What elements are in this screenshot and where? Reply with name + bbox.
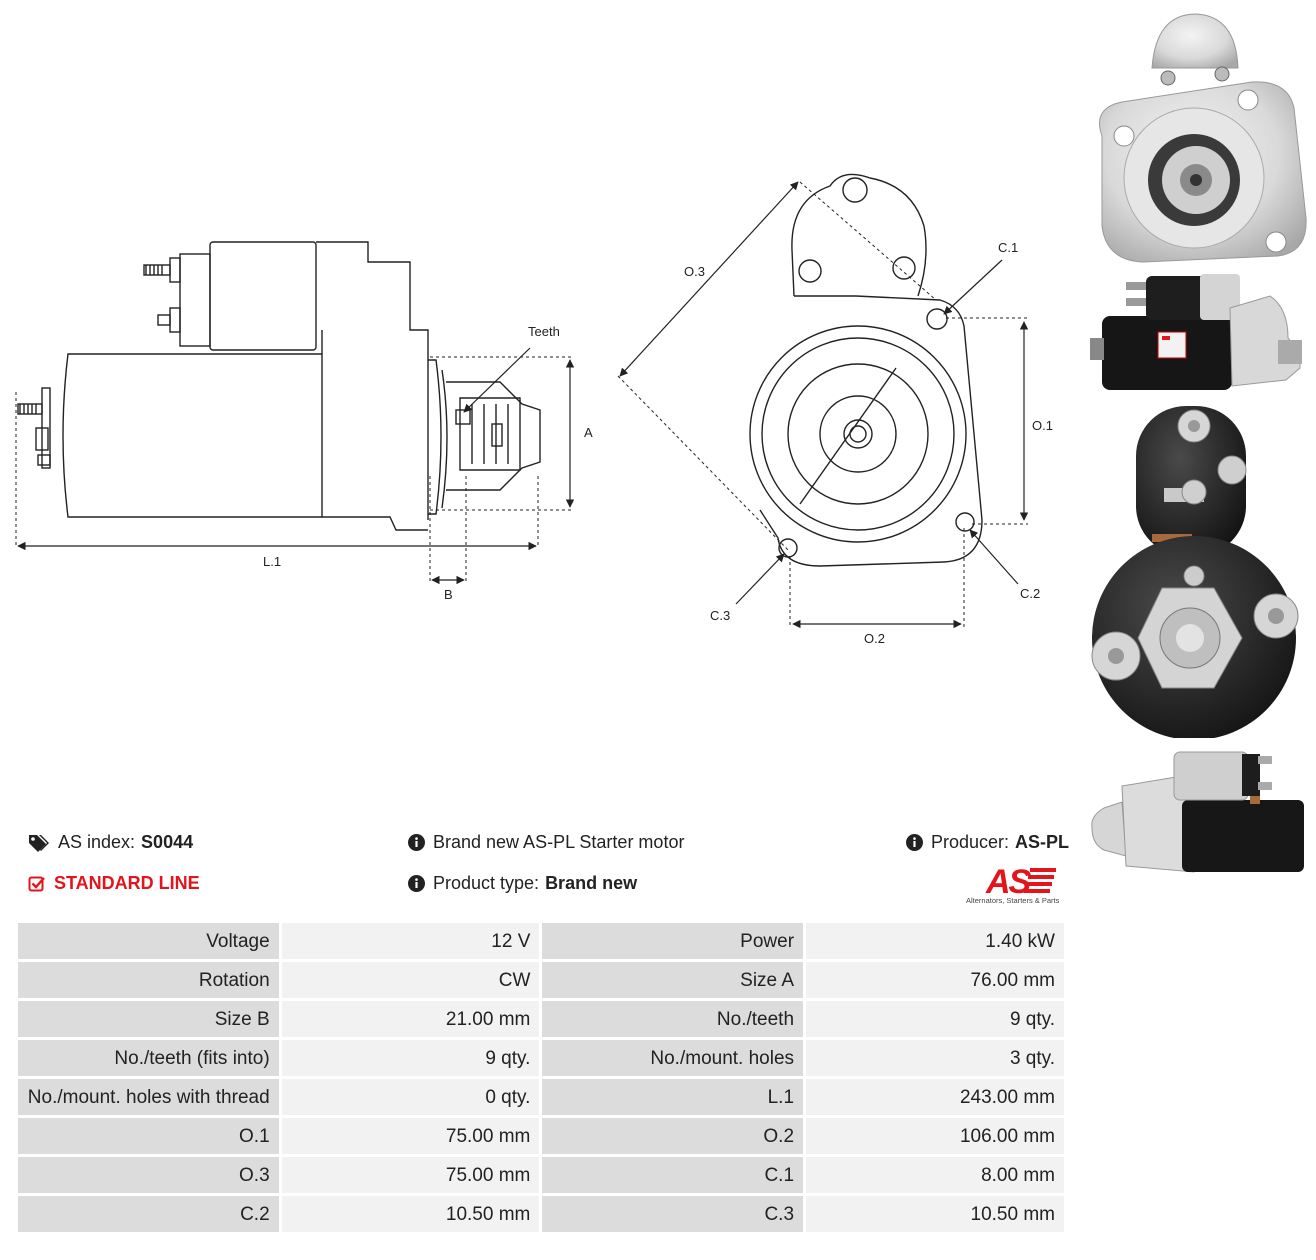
spec-label: Rotation (18, 962, 279, 998)
product-photo-rear[interactable] (1082, 402, 1310, 738)
svg-text:AS: AS (985, 863, 1032, 901)
spec-label: C.2 (18, 1196, 279, 1232)
spec-label: O.3 (18, 1157, 279, 1193)
info-circle-icon (408, 834, 425, 851)
spec-label: No./mount. holes (542, 1040, 804, 1076)
spec-value: 243.00 mm (806, 1079, 1064, 1115)
product-type: Product type: Brand new (408, 873, 637, 894)
product-photo-side[interactable] (1082, 268, 1310, 400)
spec-value: 9 qty. (281, 1040, 540, 1076)
spec-value: 75.00 mm (281, 1157, 540, 1193)
spec-value: 0 qty. (281, 1079, 540, 1115)
product-description-text: Brand new AS-PL Starter motor (433, 832, 685, 852)
front-view-drawing (749, 173, 983, 567)
spec-value: 12 V (281, 923, 540, 959)
spec-label: Size A (542, 962, 804, 998)
label-o1: O.1 (1032, 418, 1053, 433)
spec-label: No./teeth (fits into) (18, 1040, 279, 1076)
spec-value: 3 qty. (806, 1040, 1064, 1076)
as-index: AS index: S0044 (28, 832, 193, 853)
spec-label: Size B (18, 1001, 279, 1037)
spec-value: 9 qty. (806, 1001, 1064, 1037)
label-b: B (444, 587, 453, 602)
label-teeth: Teeth (528, 324, 560, 339)
label-a: A (584, 425, 593, 440)
product-type-label: Product type: (433, 873, 540, 893)
spec-label: C.1 (542, 1157, 804, 1193)
spec-label: Voltage (18, 923, 279, 959)
producer-label: Producer: (931, 832, 1010, 852)
label-l1: L.1 (263, 554, 281, 569)
tags-icon (28, 834, 50, 852)
check-square-icon (28, 875, 46, 893)
product-type-value: Brand new (545, 873, 638, 893)
standard-line-badge: STANDARD LINE (28, 873, 200, 894)
technical-drawings: Teeth A L.1 B O. (15, 173, 1053, 646)
spec-value: 10.50 mm (281, 1196, 540, 1232)
as-pl-logo[interactable]: AS (960, 862, 1070, 908)
logo-tagline: Alternators, Starters & Parts (966, 896, 1060, 905)
spec-label: No./teeth (542, 1001, 804, 1037)
spec-label: O.2 (542, 1118, 804, 1154)
spec-label: Power (542, 923, 804, 959)
spec-value: 75.00 mm (281, 1118, 540, 1154)
spec-label: L.1 (542, 1079, 804, 1115)
info-circle-icon (408, 875, 425, 892)
spec-label: O.1 (18, 1118, 279, 1154)
side-view-drawing (17, 241, 541, 531)
product-photo-side-2[interactable] (1082, 746, 1310, 876)
standard-line-label: STANDARD LINE (54, 873, 200, 893)
spec-value: CW (281, 962, 540, 998)
producer-value: AS-PL (1015, 832, 1070, 852)
spec-row: No./teeth (fits into)9 qty.No./mount. ho… (18, 1040, 1064, 1076)
label-c3: C.3 (710, 608, 730, 623)
label-o2: O.2 (864, 631, 885, 646)
product-photo-front[interactable] (1082, 8, 1310, 270)
producer: Producer: AS-PL (906, 832, 1069, 853)
as-index-label: AS index: (58, 832, 136, 852)
spec-value: 10.50 mm (806, 1196, 1064, 1232)
spec-label: C.3 (542, 1196, 804, 1232)
spec-label: No./mount. holes with thread (18, 1079, 279, 1115)
label-c2: C.2 (1020, 586, 1040, 601)
spec-value: 21.00 mm (281, 1001, 540, 1037)
spec-value: 106.00 mm (806, 1118, 1064, 1154)
label-o3: O.3 (684, 264, 705, 279)
product-description: Brand new AS-PL Starter motor (408, 832, 684, 853)
label-c1: C.1 (998, 240, 1018, 255)
info-circle-icon (906, 834, 923, 851)
spec-value: 8.00 mm (806, 1157, 1064, 1193)
spec-value: 1.40 kW (806, 923, 1064, 959)
spec-value: 76.00 mm (806, 962, 1064, 998)
as-index-value: S0044 (141, 832, 194, 852)
